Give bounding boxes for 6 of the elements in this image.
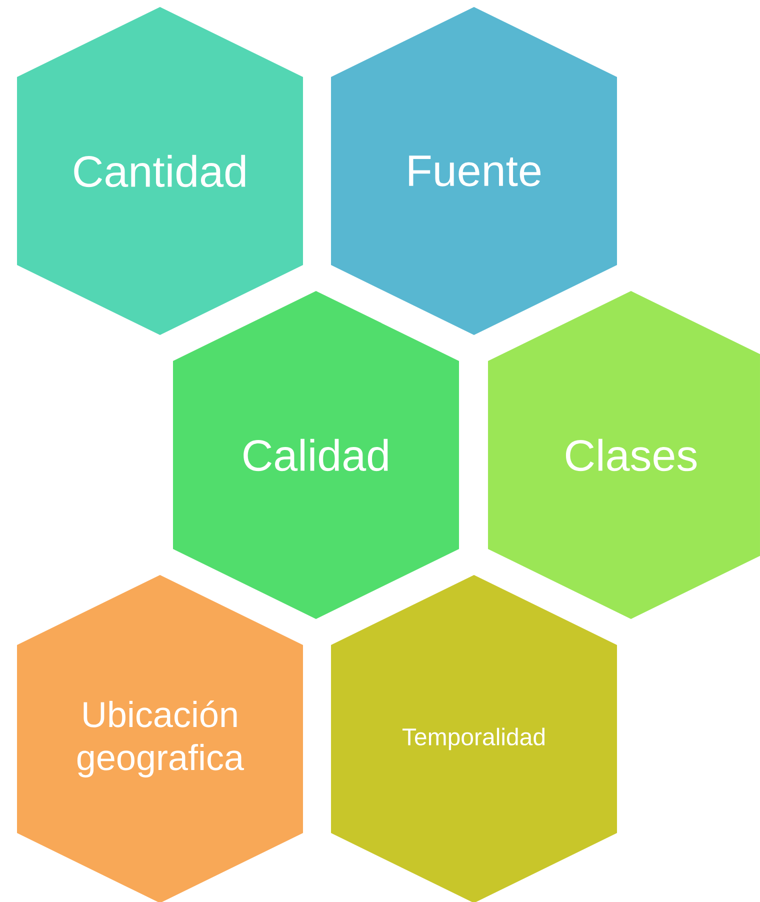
hexagon: Calidad: [173, 291, 459, 619]
hexagon: Ubicación geografica: [17, 575, 303, 902]
hexagon: Cantidad: [17, 7, 303, 335]
hexagon: Temporalidad: [331, 575, 617, 902]
hexagon: Clases: [488, 291, 760, 619]
hexagon: Fuente: [331, 7, 617, 335]
